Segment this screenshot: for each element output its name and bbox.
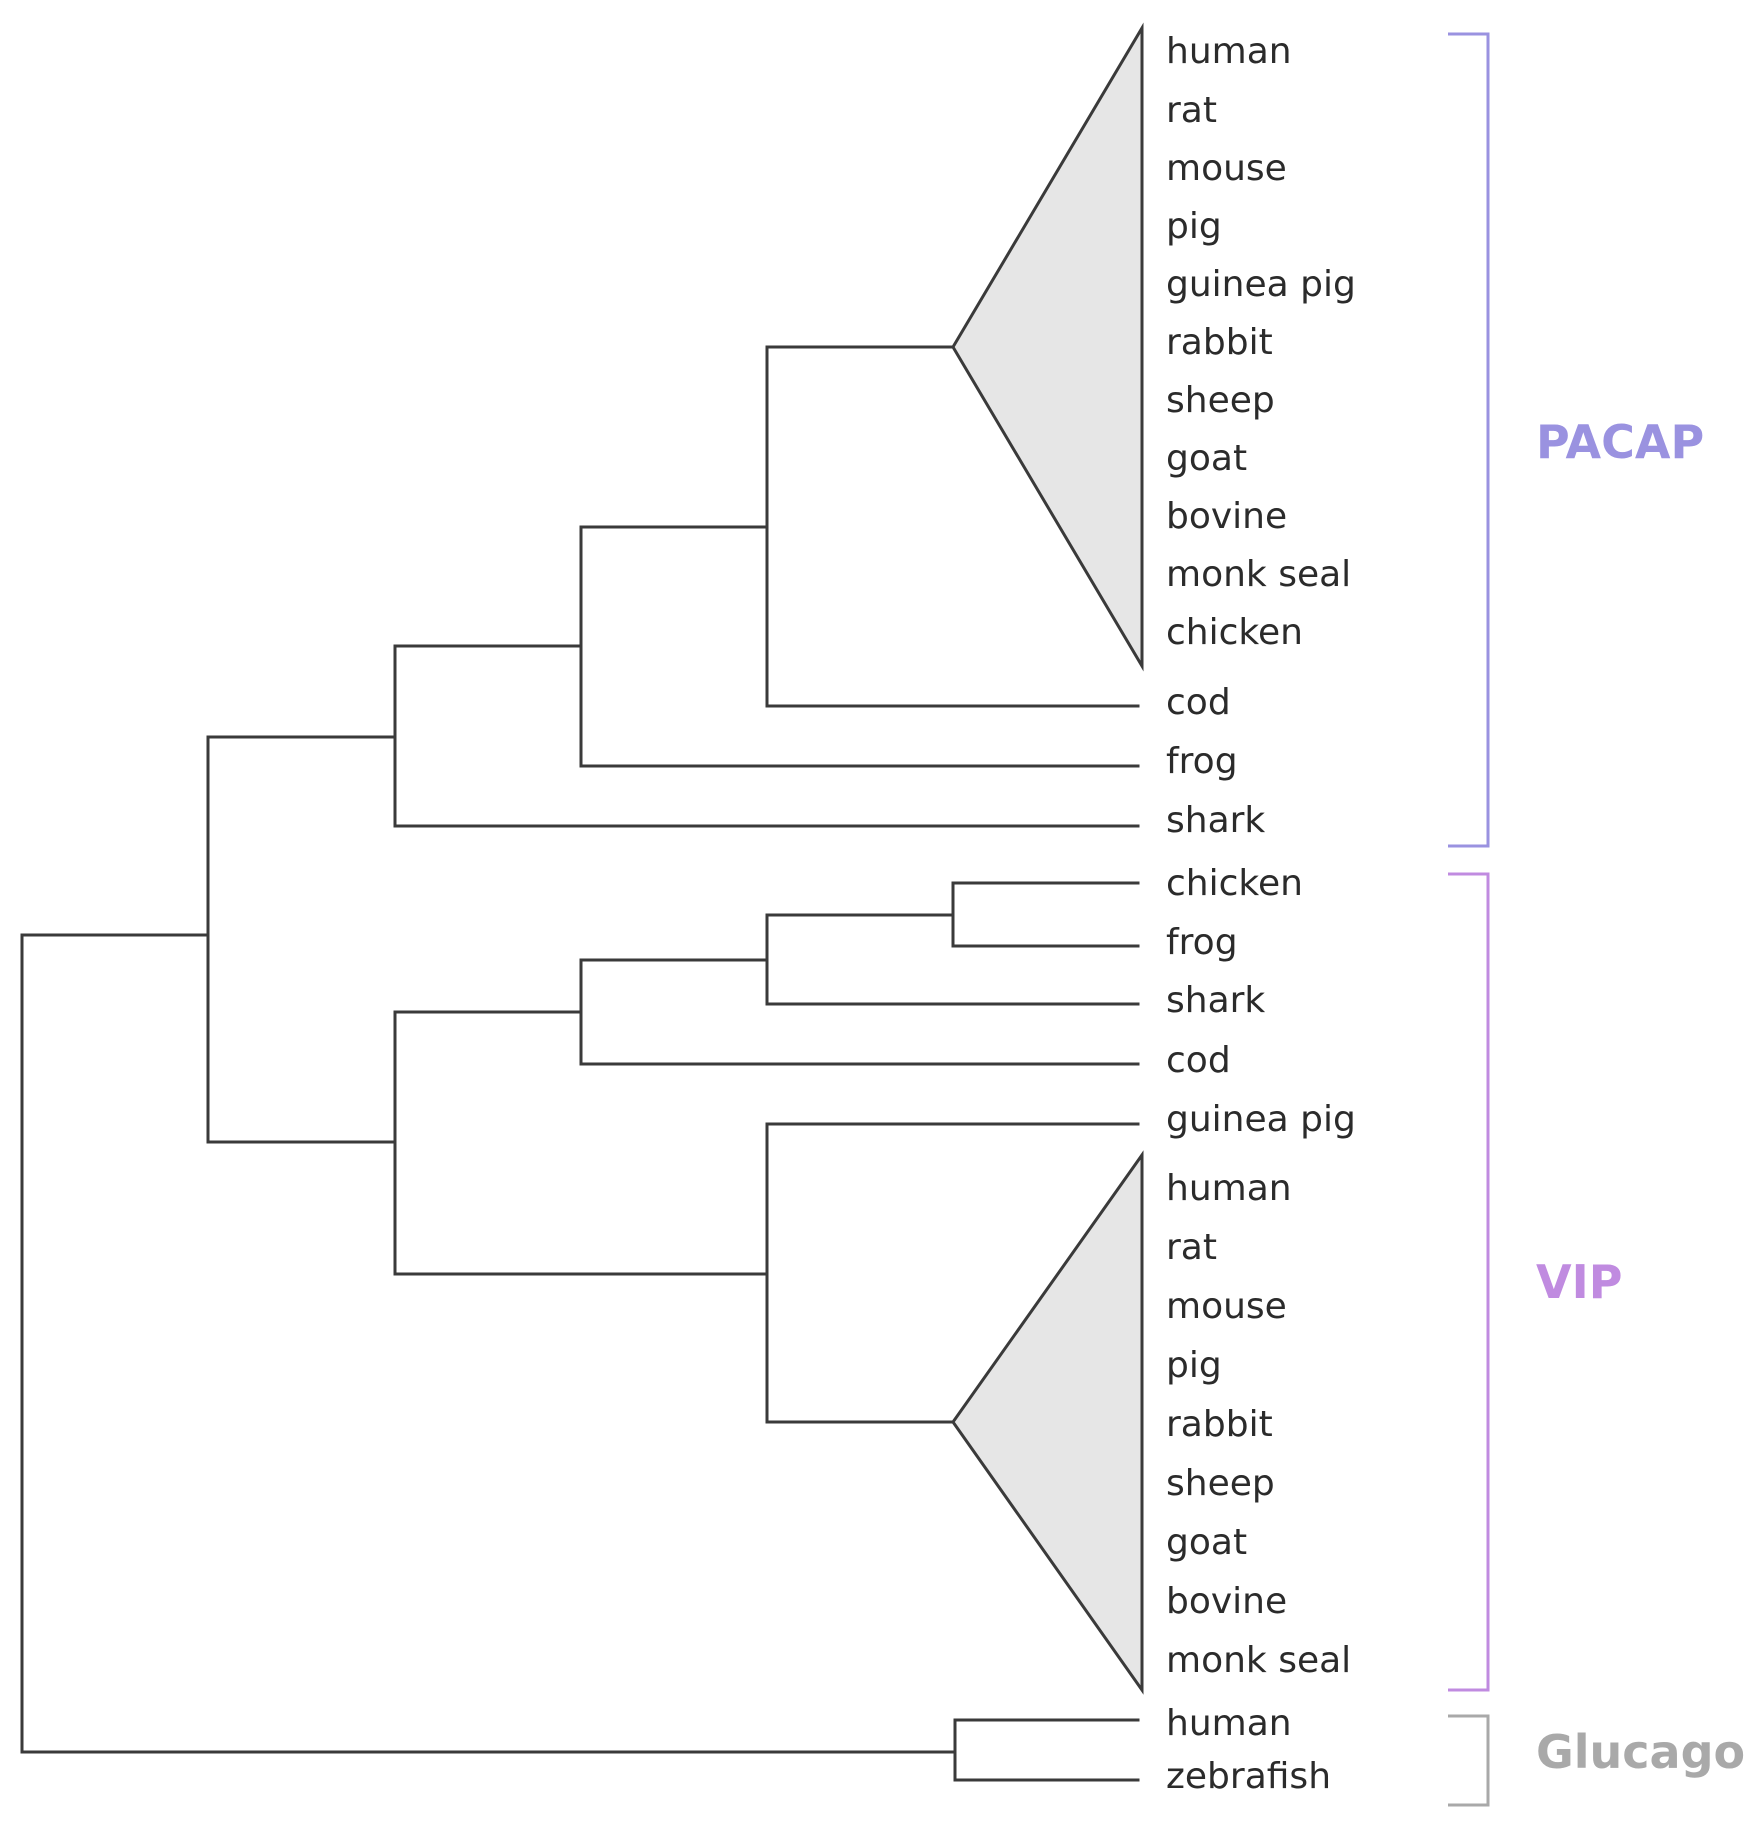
leaf-label: frog [1166, 922, 1238, 963]
branch-pacap-shark [393, 644, 1140, 828]
leaf-label: human [1166, 31, 1292, 72]
branch-vip-shark [765, 913, 1140, 1006]
leaf-label: pig [1166, 1345, 1222, 1386]
leaf-label: human [1166, 1703, 1292, 1744]
branch-vip-guinea-pig [765, 1122, 1140, 1424]
branch-vip-chicken-frog [951, 881, 1140, 948]
branch-pacap-frog [579, 525, 1140, 768]
leaf-label: cod [1166, 682, 1231, 723]
branch-glucagon [953, 1718, 1140, 1782]
tree-branches [20, 345, 1140, 1782]
leaf-label: mouse [1166, 148, 1287, 189]
leaf-label: chicken [1166, 612, 1303, 653]
branch-pacap-cod [765, 345, 1140, 708]
pacap-bracket [1448, 32, 1490, 848]
leaf-label: zebrafish [1166, 1756, 1331, 1797]
leaf-label: shark [1166, 980, 1265, 1021]
leaf-label: rabbit [1166, 322, 1273, 363]
pacap-leaf-labels: human rat mouse pig guinea pig rabbit sh… [1166, 31, 1356, 841]
leaf-label: guinea pig [1166, 1099, 1356, 1140]
pacap-collapsed-clade [951, 22, 1144, 672]
leaf-label: shark [1166, 800, 1265, 841]
glucagon-leaf-labels: human zebrafish [1166, 1703, 1331, 1797]
leaf-label: bovine [1166, 1581, 1287, 1622]
leaf-label: sheep [1166, 1463, 1275, 1504]
leaf-label: sheep [1166, 380, 1275, 421]
leaf-label: goat [1166, 438, 1247, 479]
leaf-label: guinea pig [1166, 264, 1356, 305]
leaf-label: chicken [1166, 863, 1303, 904]
vip-bracket [1448, 872, 1490, 1692]
glucagon-group-label: Glucagon [1536, 1725, 1746, 1779]
leaf-label: bovine [1166, 496, 1287, 537]
leaf-label: rat [1166, 90, 1217, 131]
leaf-label: rabbit [1166, 1404, 1273, 1445]
pacap-group-label: PACAP [1536, 415, 1704, 469]
branch-root [20, 933, 957, 1754]
leaf-label: pig [1166, 206, 1222, 247]
leaf-label: mouse [1166, 1286, 1287, 1327]
leaf-label: frog [1166, 741, 1238, 782]
leaf-label: rat [1166, 1227, 1217, 1268]
vip-collapsed-clade [951, 1150, 1144, 1695]
leaf-label: goat [1166, 1522, 1247, 1563]
branch-pacap-vip [206, 735, 397, 1144]
glucagon-bracket [1448, 1714, 1490, 1807]
vip-leaf-labels: chicken frog shark cod guinea pig human … [1166, 863, 1356, 1681]
vip-group-label: VIP [1536, 1255, 1622, 1309]
leaf-label: monk seal [1166, 554, 1351, 595]
leaf-label: cod [1166, 1040, 1231, 1081]
branch-vip-cod [579, 958, 1140, 1066]
leaf-label: monk seal [1166, 1640, 1351, 1681]
branch-vip-root [393, 1010, 769, 1276]
leaf-label: human [1166, 1168, 1292, 1209]
